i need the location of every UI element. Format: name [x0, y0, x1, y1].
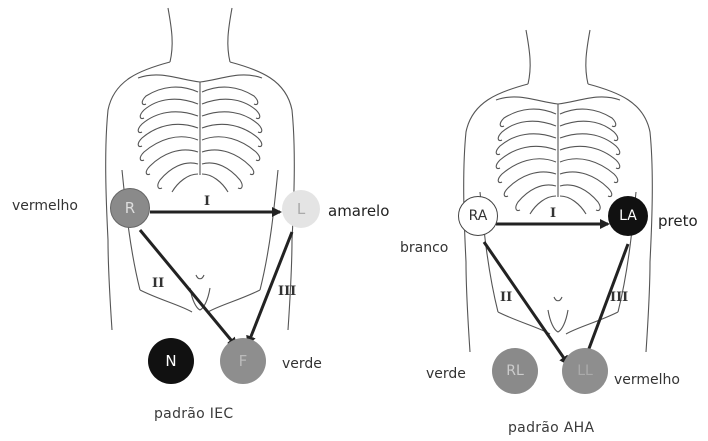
aha-lead-I-label: I: [550, 206, 556, 221]
aha-RL-color-label: verde: [426, 366, 466, 382]
iec-electrode-R-label: R: [125, 199, 135, 217]
aha-electrode-RL-label: RL: [506, 363, 524, 379]
iec-caption: padrão IEC: [154, 406, 233, 422]
aha-electrode-RA-label: RA: [469, 208, 488, 224]
aha-electrode-RA: RA: [458, 196, 498, 236]
iec-lead-I-label: I: [204, 194, 210, 209]
iec-electrode-R: R: [110, 188, 150, 228]
aha-electrode-LA: LA: [608, 196, 648, 236]
iec-electrode-L-label: L: [297, 200, 305, 218]
aha-lead-III-label: III: [610, 290, 628, 305]
aha-electrode-LL-label: LL: [577, 363, 593, 379]
aha-electrode-RL: RL: [492, 348, 538, 394]
aha-electrode-LA-label: LA: [619, 208, 637, 224]
iec-electrode-N-label: N: [165, 352, 176, 370]
aha-caption: padrão AHA: [508, 420, 594, 436]
iec-F-color-label: verde: [282, 356, 322, 372]
aha-RA-color-label: branco: [400, 240, 448, 256]
iec-electrode-F-label: F: [239, 352, 248, 370]
aha-electrode-LL: LL: [562, 348, 608, 394]
iec-L-color-label: amarelo: [328, 202, 389, 220]
iec-electrode-F: F: [220, 338, 266, 384]
aha-LL-color-label: vermelho: [614, 372, 680, 388]
iec-electrode-L: L: [282, 190, 320, 228]
aha-lead-II-arrow: [484, 242, 568, 364]
iec-lead-II-label: II: [152, 276, 164, 291]
aha-LA-color-label: preto: [658, 212, 698, 230]
iec-lead-III-label: III: [278, 284, 296, 299]
iec-electrode-N: N: [148, 338, 194, 384]
aha-lead-II-label: II: [500, 290, 512, 305]
iec-R-color-label: vermelho: [12, 198, 78, 214]
